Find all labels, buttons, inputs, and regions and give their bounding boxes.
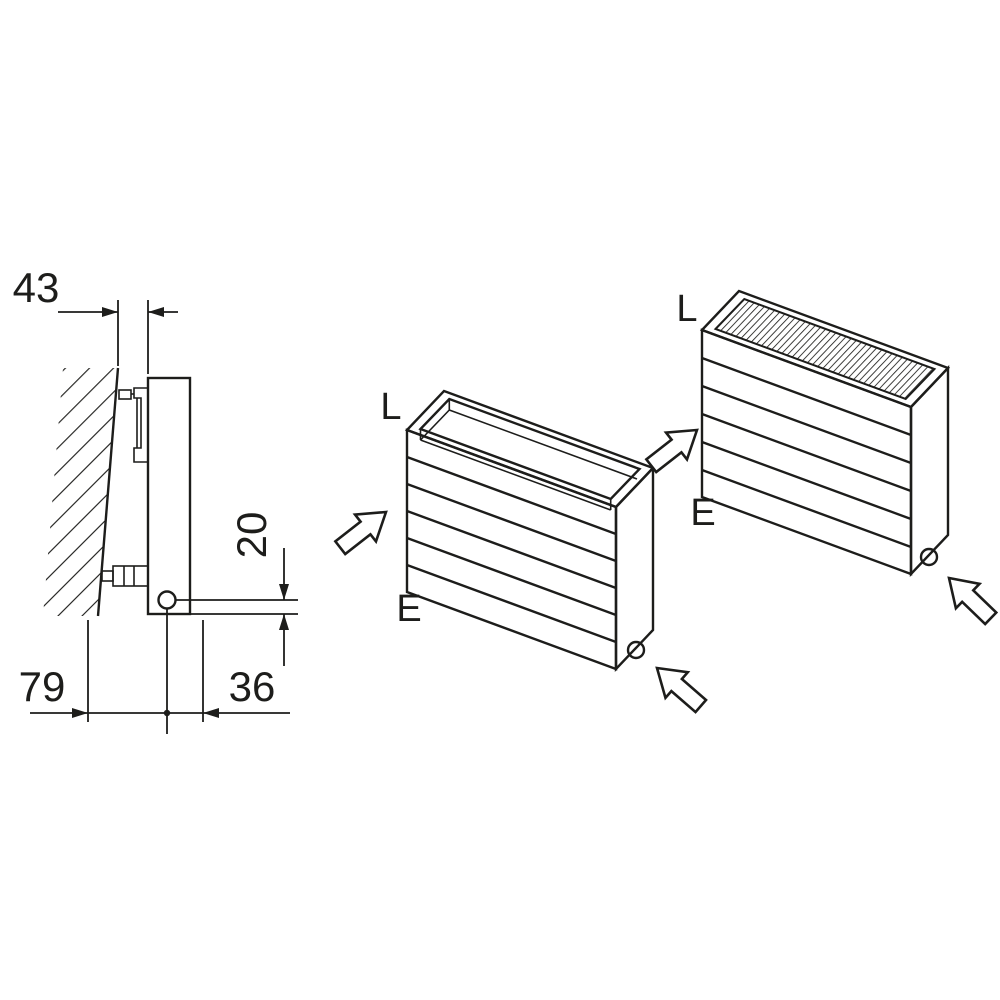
radiator-top-grille [699, 289, 951, 409]
dim-20-label: 20 [228, 512, 275, 559]
radiator-open-top: L E [380, 386, 656, 673]
radiator-side-face [909, 364, 950, 578]
connection-port-icon [157, 590, 177, 610]
flow-arrow-icon [644, 653, 714, 721]
radiator-grooves [701, 356, 912, 549]
label-length-right: L [676, 288, 697, 330]
dim-36-label: 36 [229, 663, 276, 710]
radiator-grooves [406, 455, 617, 644]
flow-arrow-icon [328, 497, 398, 563]
grille-icon [713, 297, 937, 401]
dimension-bottom-chain: 79 36 [19, 608, 290, 734]
side-view: 43 20 79 36 [13, 264, 298, 734]
radiator-side-face [614, 464, 655, 673]
bottom-support-icon [101, 565, 149, 587]
flow-arrows [328, 415, 1000, 721]
wall-section [43, 367, 120, 617]
flow-arrow-icon [935, 564, 1000, 632]
dim-43-label: 43 [13, 264, 60, 311]
label-end-mid: E [396, 588, 421, 630]
dimension-pipe-height: 20 [176, 512, 298, 666]
label-end-right: E [690, 492, 715, 534]
dimension-wall-offset: 43 [13, 264, 178, 374]
radiator-side-profile [146, 376, 192, 616]
mounting-bracket-icon [118, 387, 148, 463]
label-length-mid: L [380, 386, 401, 428]
connection-port-icon [626, 640, 646, 660]
radiator-top-opening [404, 389, 656, 511]
dim-79-label: 79 [19, 663, 66, 710]
radiator-grille-top: L E [676, 288, 951, 578]
connection-port-icon [919, 547, 939, 567]
wall-hatch-icon [43, 368, 118, 616]
